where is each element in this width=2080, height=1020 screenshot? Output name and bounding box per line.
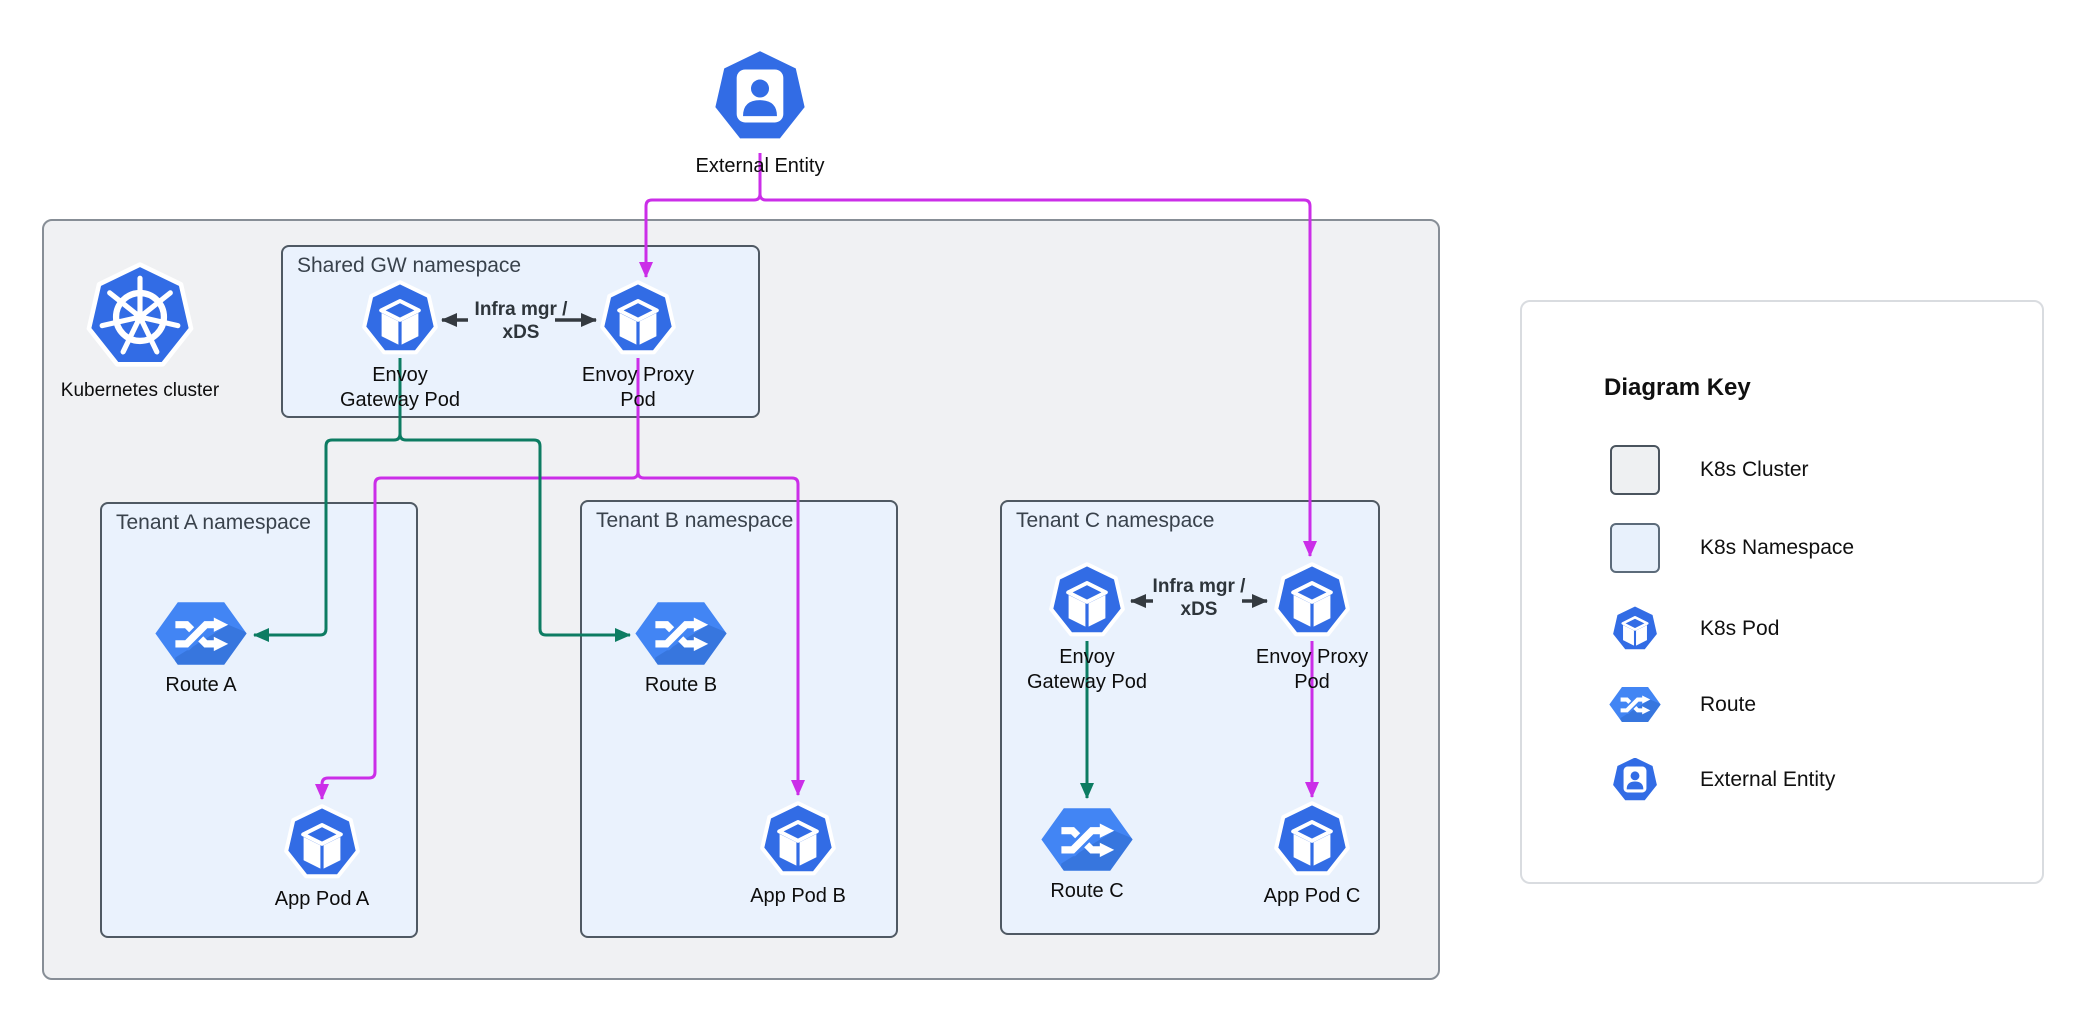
route-icon bbox=[1039, 804, 1135, 875]
kubernetes-icon bbox=[83, 260, 197, 374]
external-entity-icon bbox=[707, 44, 813, 150]
external-entity-node: External Entity bbox=[650, 44, 870, 179]
diagram-key-card: Diagram Key K8s Cluster K8s Namespace K8… bbox=[1520, 300, 2044, 884]
shared-gw-namespace-box: Shared GW namespace bbox=[281, 245, 760, 418]
tenant-a-namespace-box: Tenant A namespace bbox=[100, 502, 418, 938]
route-a-label: Route A bbox=[165, 674, 237, 696]
shared-envoy-gateway-pod-label: Envoy Gateway Pod bbox=[339, 364, 461, 411]
tenant-c-xds-edge-label: Infra mgr / xDS bbox=[1152, 576, 1246, 620]
app-pod-b-label: App Pod B bbox=[750, 885, 846, 907]
tenant-b-namespace-box: Tenant B namespace bbox=[580, 500, 898, 938]
app-pod-c-node: App Pod C bbox=[1202, 800, 1422, 909]
control-lines bbox=[253, 358, 1094, 799]
tenant-b-namespace-title: Tenant B namespace bbox=[596, 509, 794, 532]
key-label-pod: K8s Pod bbox=[1700, 617, 1780, 640]
xds-arrows bbox=[441, 313, 1268, 608]
key-row-pod: K8s Pod bbox=[1608, 603, 1779, 655]
traffic-lines bbox=[315, 153, 1319, 800]
shared-envoy-proxy-pod: Envoy Proxy Pod bbox=[528, 279, 748, 413]
key-label-namespace: K8s Namespace bbox=[1700, 536, 1855, 559]
shared-xds-edge-label: Infra mgr / xDS bbox=[474, 299, 568, 343]
pod-icon bbox=[758, 800, 838, 880]
tenant-c-envoy-gateway-pod: Envoy Gateway Pod bbox=[977, 561, 1197, 695]
shared-envoy-proxy-pod-label: Envoy Proxy Pod bbox=[581, 364, 695, 411]
key-row-cluster: K8s Cluster bbox=[1608, 445, 1809, 495]
key-row-route: Route bbox=[1608, 683, 1756, 726]
key-row-namespace: K8s Namespace bbox=[1608, 523, 1854, 573]
k8s-namespace-swatch bbox=[1608, 523, 1662, 573]
route-b-node: Route B bbox=[571, 598, 791, 698]
kubernetes-cluster-label: Kubernetes cluster bbox=[60, 380, 220, 401]
route-icon bbox=[633, 598, 729, 669]
route-b-label: Route B bbox=[644, 674, 718, 696]
tenant-c-envoy-proxy-pod-label: Envoy Proxy Pod bbox=[1255, 646, 1369, 693]
key-label-route: Route bbox=[1700, 692, 1757, 716]
kubernetes-cluster-node: Kubernetes cluster bbox=[30, 260, 250, 403]
route-c-label: Route C bbox=[1050, 880, 1124, 902]
tenant-c-namespace-title: Tenant C namespace bbox=[1016, 509, 1215, 532]
key-label-cluster: K8s Cluster bbox=[1700, 458, 1809, 481]
shared-gw-namespace-title: Shared GW namespace bbox=[297, 254, 522, 277]
key-label-external: External Entity bbox=[1700, 768, 1836, 791]
route-a-node: Route A bbox=[91, 598, 311, 698]
pod-icon bbox=[282, 803, 362, 883]
shared-envoy-gateway-pod: Envoy Gateway Pod bbox=[290, 279, 510, 413]
route-icon bbox=[153, 598, 249, 669]
app-pod-a-node: App Pod A bbox=[212, 803, 432, 912]
pod-icon bbox=[1272, 800, 1352, 880]
tenant-c-envoy-gateway-pod-label: Envoy Gateway Pod bbox=[1026, 646, 1148, 693]
app-pod-c-label: App Pod C bbox=[1263, 885, 1361, 907]
app-pod-b-node: App Pod B bbox=[688, 800, 908, 909]
tenant-c-envoy-proxy-pod: Envoy Proxy Pod bbox=[1202, 561, 1422, 695]
app-pod-a-label: App Pod A bbox=[274, 888, 370, 910]
tenant-a-namespace-title: Tenant A namespace bbox=[116, 511, 311, 534]
route-c-node: Route C bbox=[977, 804, 1197, 904]
diagram-key-title: Diagram Key bbox=[1604, 374, 1751, 401]
key-row-external: External Entity bbox=[1608, 754, 1835, 806]
k8s-cluster-swatch bbox=[1608, 445, 1662, 495]
external-entity-label: External Entity bbox=[695, 155, 825, 177]
